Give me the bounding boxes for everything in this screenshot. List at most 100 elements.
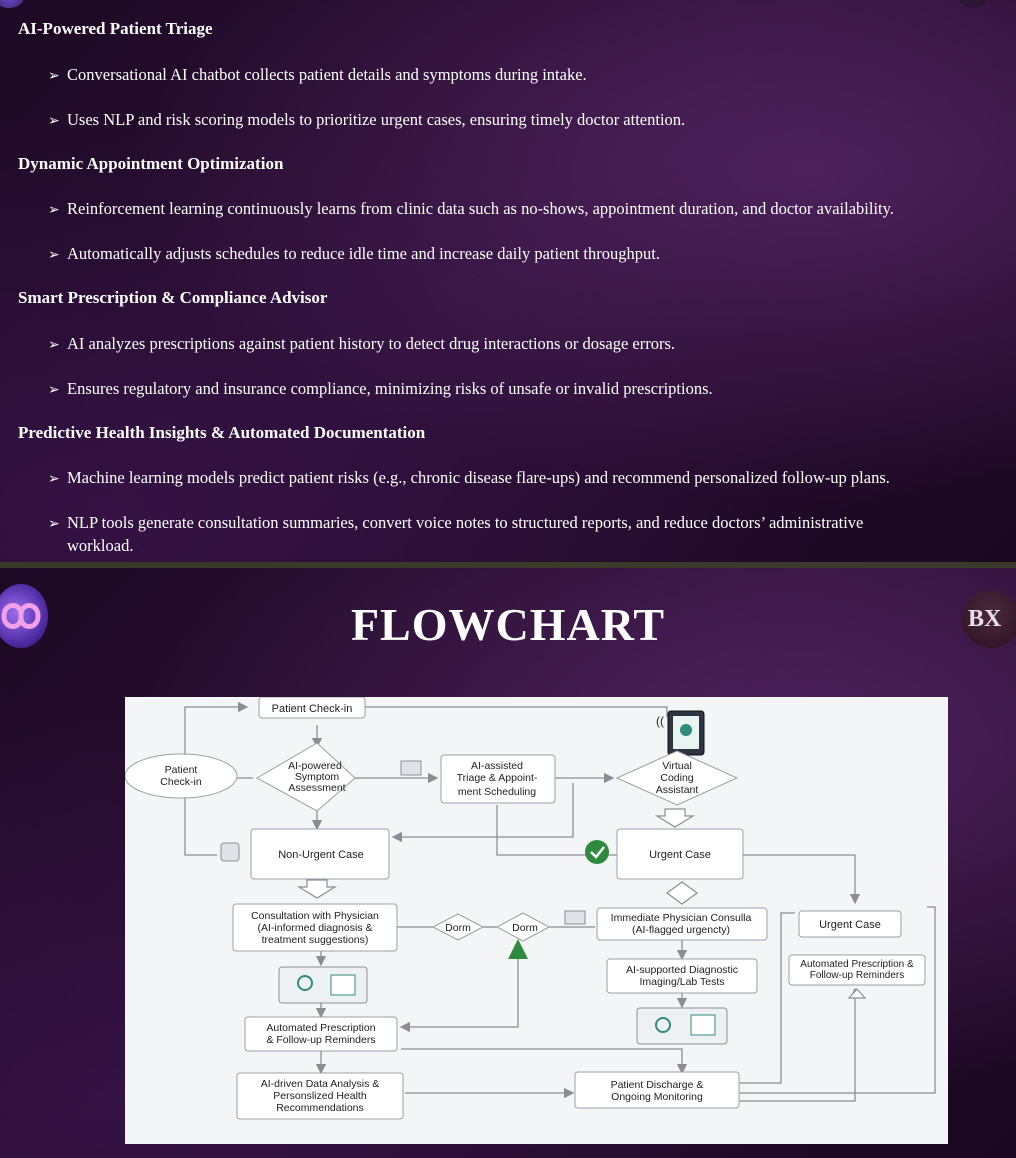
check-shield-icon (585, 840, 609, 864)
node-urgent (616, 828, 744, 880)
node-consult-text: Consultation with Physician (251, 910, 379, 922)
connector (496, 805, 617, 856)
logo-orb-top-right (958, 0, 988, 8)
node-discharge (574, 1071, 740, 1109)
connector (365, 706, 668, 717)
node-non-urgent-text: Non-Urgent Case (278, 849, 364, 861)
bullet-arrow-icon: ➢ (48, 472, 60, 487)
node-virtual-text: Assistant (656, 784, 699, 796)
node-top-checkin-text: Patient Check-in (272, 703, 353, 715)
bullet-arrow-icon: ➢ (48, 114, 60, 129)
connector (739, 912, 795, 1084)
node-auto-rx (244, 1016, 398, 1052)
small-diamond (665, 881, 699, 905)
connector (399, 959, 519, 1033)
node-analysis-text: Personslized Health (273, 1090, 367, 1102)
node-virtual-text: Coding (660, 772, 693, 784)
node-triage-text: ment Scheduling (458, 786, 536, 798)
bullet-arrow-icon: ➢ (48, 69, 60, 84)
node-immediate-text: Immediate Physician Consulla (611, 912, 752, 924)
hollow-arrow-icon (847, 988, 867, 999)
node-auto-rx-text: & Follow-up Reminders (266, 1034, 375, 1046)
node-diagnostic-text: Imaging/Lab Tests (639, 976, 724, 988)
section-heading-insights: Predictive Health Insights & Automated D… (18, 423, 426, 442)
node-left-checkin-text: Patient (165, 764, 198, 776)
bullet-item: ➢Reinforcement learning continuously lea… (48, 197, 998, 222)
bullet-item: ➢Ensures regulatory and insurance compli… (48, 377, 998, 402)
node-triage (440, 754, 556, 804)
node-consult-text: treatment suggestions) (262, 934, 369, 946)
document-icon (564, 910, 586, 925)
section-heading-triage: AI-Powered Patient Triage (18, 19, 213, 38)
stethoscope-icon (655, 1017, 671, 1033)
node-dorm-b-text: Dorm (512, 922, 538, 934)
logo-orb-top-left (0, 0, 24, 8)
node-discharge-text: Ongoing Monitoring (611, 1091, 703, 1103)
node-diagnostic-text: AI-supported Diagnostic (626, 964, 738, 976)
node-auto-rx-right (788, 954, 926, 986)
node-diagnostic (606, 958, 758, 994)
node-urgent-right (798, 910, 902, 938)
node-analysis-text: AI-driven Data Analysis & (261, 1078, 379, 1090)
node-analysis-text: Recommendations (276, 1102, 364, 1114)
connector (739, 906, 936, 1094)
node-discharge-text: Patient Discharge & (611, 1079, 704, 1091)
clipboard-icon (220, 842, 240, 862)
bullet-arrow-icon: ➢ (48, 517, 60, 532)
bullet-item: ➢Automatically adjusts schedules to redu… (48, 242, 998, 267)
flowchart-diagram: Patient Check-in Patient Check-in AI-pow… (124, 696, 948, 1144)
infinity-symbol-icon (1, 603, 41, 629)
connector (184, 795, 217, 856)
node-virtual-text: Virtual (662, 760, 692, 772)
infinity-logo-icon (0, 584, 48, 648)
node-consult-text: (AI-informed diagnosis & (258, 922, 373, 934)
node-triage-text: AI-assisted (471, 760, 523, 772)
section-heading-appointment: Dynamic Appointment Optimization (18, 154, 284, 173)
node-symptom-text: AI-powered (288, 760, 342, 772)
connector (401, 1048, 688, 1075)
node-auto-rx-right-text: Automated Prescription & (800, 959, 914, 970)
bx-logo: BX (962, 590, 1016, 648)
connector (391, 783, 574, 843)
connector (739, 987, 861, 1102)
node-urgent-right-text: Urgent Case (819, 919, 881, 931)
node-left-checkin (124, 753, 238, 799)
node-analysis (236, 1072, 404, 1120)
node-consult (232, 903, 398, 952)
slide-divider (0, 562, 1016, 568)
bullet-arrow-icon: ➢ (48, 383, 60, 398)
node-non-urgent (250, 828, 390, 880)
node-top-checkin (258, 696, 366, 719)
flowchart-slide: FLOWCHART BX (0, 568, 1016, 1158)
node-auto-rx-right-text: Follow-up Reminders (810, 970, 904, 981)
flowchart-title: FLOWCHART (350, 599, 666, 650)
node-dorm-b (495, 912, 551, 942)
features-slide: AI-Powered Patient Triage ➢Conversationa… (0, 0, 1016, 562)
bullet-item: ➢Uses NLP and risk scoring models to pri… (48, 108, 998, 133)
calendar-icon (690, 1014, 716, 1036)
node-auto-rx-text: Automated Prescription (266, 1022, 375, 1034)
check-mark-icon (590, 846, 605, 859)
node-dorm-a (431, 913, 485, 941)
connector (184, 701, 249, 757)
bullet-item: ➢Conversational AI chatbot collects pati… (48, 63, 998, 88)
bullet-item: ➢NLP tools generate consultation summari… (48, 511, 998, 536)
node-immediate (596, 907, 768, 941)
calendar-icon (330, 974, 356, 996)
node-triage-text: Triage & Appoint- (457, 772, 538, 784)
bullet-arrow-icon: ➢ (48, 248, 60, 263)
node-urgent-text: Urgent Case (649, 849, 711, 861)
document-icon (400, 760, 422, 776)
bullet-item-continuation: workload. (67, 536, 134, 555)
bullet-item: ➢Machine learning models predict patient… (48, 466, 998, 491)
node-virtual-diamond (615, 750, 739, 806)
node-symptom-text: Assessment (288, 782, 345, 794)
node-dorm-a-text: Dorm (445, 922, 471, 934)
section-heading-prescription: Smart Prescription & Compliance Advisor (18, 288, 328, 307)
stethoscope-icon (297, 975, 313, 991)
node-immediate-text: (AI-flagged urgencty) (632, 924, 730, 936)
hollow-arrow-icon (296, 879, 338, 899)
node-symptom-diamond (255, 742, 356, 812)
doctor-avatar-icon (680, 724, 692, 736)
bullet-item: ➢AI analyzes prescriptions against patie… (48, 332, 998, 357)
